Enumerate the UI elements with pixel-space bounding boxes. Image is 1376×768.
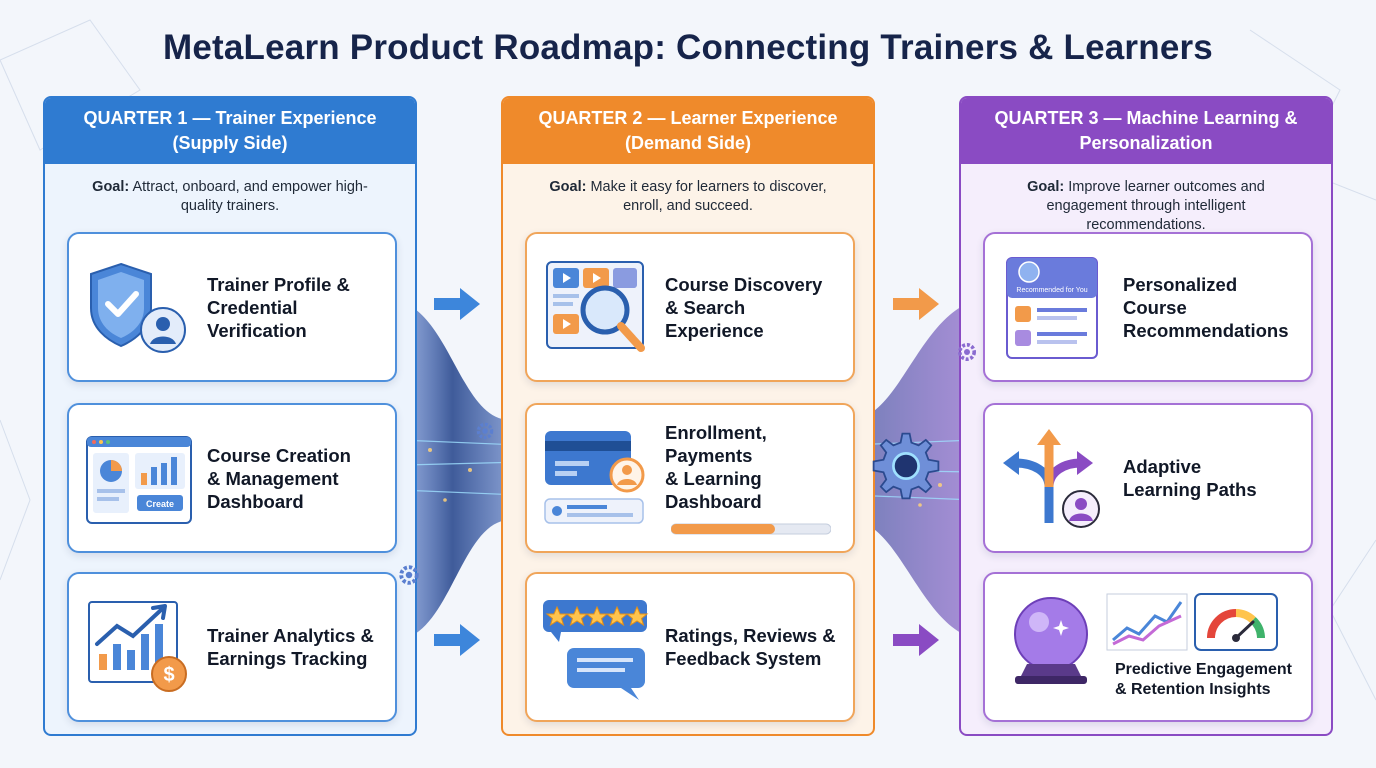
card-personalized-recommendations[interactable]: Recommended for You Personalized Course … [983,232,1313,382]
quarter-3-goal: Goal: Improve learner outcomes and engag… [961,178,1331,235]
card-label: Course Creation & Management Dashboard [207,444,351,512]
quarter-2-column: QUARTER 2 — Learner Experience (Demand S… [501,96,875,736]
arrow-right-icon [434,288,480,320]
card-adaptive-learning[interactable]: Adaptive Learning Paths [983,403,1313,553]
card-trainer-analytics[interactable]: $ Trainer Analytics & Earnings Tracking [67,572,397,722]
arrow-right-icon [434,624,480,656]
goal-text: Improve learner outcomes and engagement … [1046,179,1265,233]
card-label: Ratings, Reviews & Feedback System [665,625,836,669]
goal-label: Goal: [549,179,587,195]
magnifier-grid-icon [546,261,645,352]
shield-check-user-icon [90,262,186,353]
card-label: Adaptive Learning Paths [1123,456,1257,500]
quarter-3-header: QUARTER 3 — Machine Learning & Personali… [961,98,1331,164]
quarter-3-column: QUARTER 3 — Machine Learning & Personali… [959,96,1333,736]
card-predictive-engagement[interactable]: Predictive Engagement & Retention Insigh… [983,572,1313,722]
card-enrollment[interactable]: Enrollment, Payments & Learning Dashboar… [525,403,855,553]
quarter-1-header: QUARTER 1 — Trainer Experience (Supply S… [45,98,415,164]
card-ratings-reviews[interactable]: Ratings, Reviews & Feedback System [525,572,855,722]
crystal-ball-gauge-icon [1014,593,1278,684]
card-course-creation[interactable]: Create Course Creation & Management Dash… [67,403,397,553]
arrow-right-icon [893,624,939,656]
card-trainer-profile[interactable]: Trainer Profile & Credential Verificatio… [67,232,397,382]
recommendation-card-icon: Recommended for You [1006,257,1098,359]
card-course-discovery[interactable]: Course Discovery & Search Experience [525,232,855,382]
goal-label: Goal: [1027,179,1065,195]
quarter-1-goal: Goal: Attract, onboard, and empower high… [45,178,415,216]
recommended-caption: Recommended for You [1016,287,1087,294]
gear-icon [872,432,940,500]
card-label: Enrollment, Payments & Learning Dashboar… [665,422,767,512]
page-title: MetaLearn Product Roadmap: Connecting Tr… [163,28,1213,67]
card-label: Trainer Profile & Credential Verificatio… [207,273,350,341]
goal-text: Make it easy for learners to discover, e… [590,179,827,214]
branching-arrows-icon [1003,429,1100,528]
star-review-icon [543,600,649,700]
goal-text: Attract, onboard, and empower high-quali… [132,179,368,214]
dashboard-window-icon: Create [86,436,192,524]
svg-text:$: $ [163,664,174,686]
quarter-1-column: QUARTER 1 — Trainer Experience (Supply S… [43,96,417,736]
card-label: Predictive Engagement & Retention Insigh… [1115,661,1292,698]
credit-card-user-icon [544,431,645,524]
create-button-label: Create [146,499,174,509]
arrow-right-icon [893,288,939,320]
gear-icon [476,422,494,440]
card-label: Course Discovery & Search Experience [665,273,823,341]
progress-bar [671,523,831,535]
card-label: Trainer Analytics & Earnings Tracking [207,625,374,669]
analytics-dollar-icon: $ [88,601,187,692]
quarter-2-header: QUARTER 2 — Learner Experience (Demand S… [503,98,873,164]
gear-icon [399,565,419,585]
quarter-2-goal: Goal: Make it easy for learners to disco… [503,178,873,216]
gear-icon [958,343,976,361]
card-label: Personalized Course Recommendations [1123,273,1289,341]
goal-label: Goal: [92,179,130,195]
